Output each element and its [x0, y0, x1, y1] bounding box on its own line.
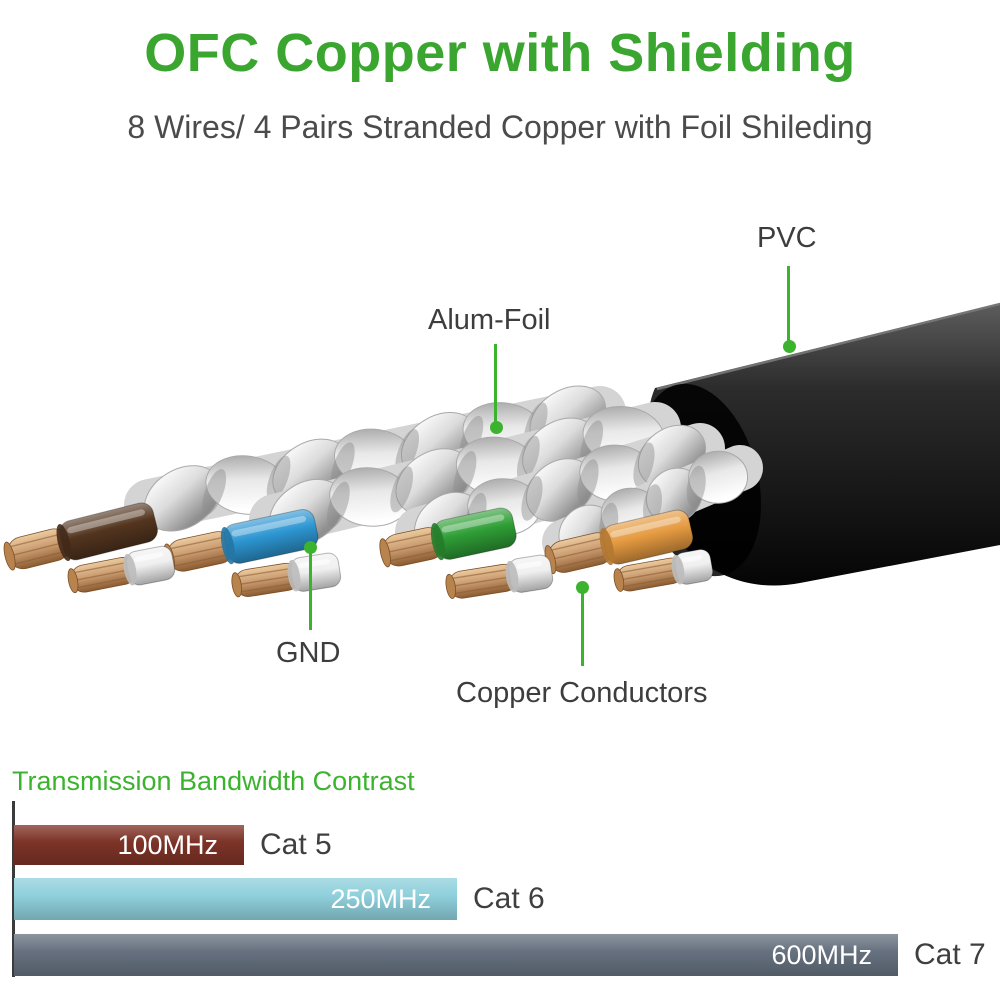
- bar-cat5: 100MHz: [14, 825, 244, 865]
- chart-row-cat5: 100MHz Cat 5: [14, 825, 1000, 865]
- wire-blue-2: [163, 509, 319, 573]
- bar-value-label: 250MHz: [330, 883, 431, 914]
- alum-foil-pointer-dot: [490, 421, 503, 434]
- page-title: OFC Copper with Shielding: [144, 23, 856, 83]
- category-label-cat5: Cat 5: [260, 828, 332, 861]
- pvc-label: PVC: [757, 222, 817, 254]
- alum-foil-pointer-line: [494, 344, 497, 424]
- category-label-cat6: Cat 6: [473, 882, 545, 915]
- wire-white-5: [67, 545, 176, 594]
- gnd-pointer-line: [309, 550, 312, 630]
- copper-conductors-pointer-line: [581, 590, 584, 666]
- chart-row-cat7: 600MHz Cat 7: [14, 934, 1000, 976]
- category-label-cat7: Cat 7: [914, 938, 986, 971]
- cable-illustration: [3, 302, 1000, 599]
- wire-white-7: [445, 554, 554, 599]
- bar-cat7: 600MHz: [14, 934, 898, 976]
- page-subtitle: 8 Wires/ 4 Pairs Stranded Copper with Fo…: [127, 109, 873, 145]
- alum-foil-label: Alum-Foil: [428, 304, 551, 336]
- wire-brown-1: [3, 502, 158, 571]
- copper-conductors-pointer-dot: [576, 581, 589, 594]
- wire-orange-4: [544, 509, 694, 575]
- chart-title: Transmission Bandwidth Contrast: [12, 766, 415, 796]
- bar-cat6: 250MHz: [14, 878, 457, 920]
- wire-green-3: [379, 507, 517, 568]
- bar-value-label: 600MHz: [771, 939, 872, 970]
- gnd-label: GND: [276, 637, 341, 669]
- chart-row-cat6: 250MHz Cat 6: [14, 878, 1000, 920]
- pvc-pointer-line: [787, 266, 790, 342]
- pvc-pointer-dot: [783, 340, 796, 353]
- wire-white-8: [613, 549, 714, 592]
- chart-axis-line: [12, 801, 15, 977]
- gnd-pointer-dot: [304, 541, 317, 554]
- copper-conductors-label: Copper Conductors: [456, 677, 708, 709]
- wire-white-6: [231, 552, 342, 598]
- bar-value-label: 100MHz: [117, 829, 218, 860]
